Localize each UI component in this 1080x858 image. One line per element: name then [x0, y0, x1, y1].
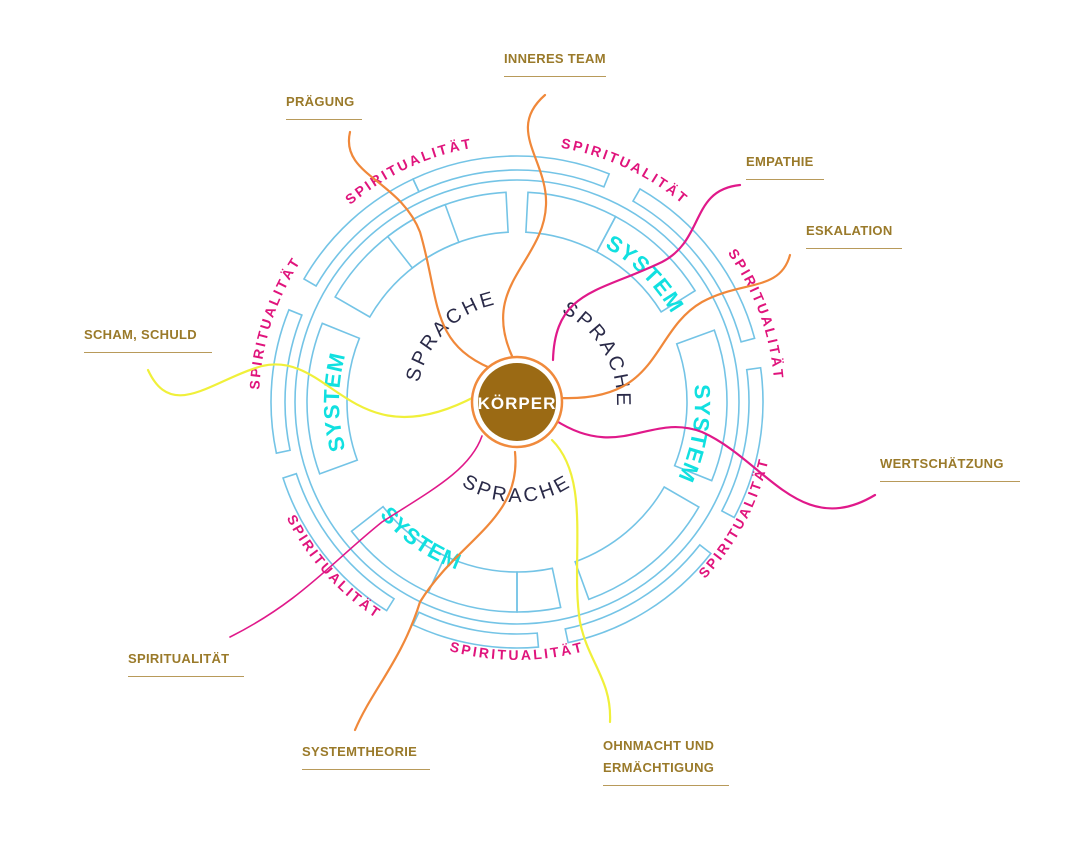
outer-segment [720, 366, 764, 519]
spiritualitaet-word: SPIRITUALITÄT [560, 135, 692, 208]
inner-box [673, 329, 728, 482]
label-eskalation: ESKALATION [806, 220, 902, 249]
line-scham-schuld [146, 363, 478, 418]
inner-box [350, 505, 447, 594]
sprache-word: SPRACHE [559, 297, 634, 408]
label-empathie: EMPATHIE [746, 151, 824, 180]
outer-segment [411, 155, 611, 193]
rings [270, 155, 764, 649]
label-inneres-team: INNERES TEAM [504, 48, 606, 77]
outer-segment [631, 187, 756, 343]
center-circle [478, 363, 556, 441]
line-inneres-team [501, 93, 548, 358]
spiritualitaet-word: SPIRITUALITÄT [246, 253, 304, 390]
outer-segment [564, 543, 712, 644]
sprache-word: SPRACHE [459, 471, 576, 508]
center-node[interactable]: KÖRPER [470, 355, 564, 449]
line-ohnmacht [550, 438, 612, 724]
main-ring [294, 179, 740, 625]
inner-box [574, 485, 700, 601]
inner-box [595, 215, 697, 314]
system-word: SYSTEM [319, 350, 350, 454]
line-spiritualitaet [229, 435, 483, 638]
line-systemtheorie [353, 450, 517, 732]
inner-box [386, 191, 509, 270]
outer-segment [411, 611, 540, 649]
spiritualitaet-word: SPIRITUALITÄT [448, 638, 586, 663]
label-scham-schuld: SCHAM, SCHULD [84, 324, 212, 353]
system-word: SYSTEM [376, 502, 466, 575]
label-systemtheorie: SYSTEMTHEORIE [302, 741, 430, 770]
outer-segment [282, 472, 396, 612]
line-praegung [347, 130, 492, 370]
inner-box [334, 203, 460, 319]
label-ohnmacht-line2: ERMÄCHTIGUNG [603, 760, 715, 775]
outer-segment [302, 177, 421, 288]
label-spiritualitaet: SPIRITUALITÄT [128, 648, 244, 677]
label-ohnmacht: OHNMACHT UND ERMÄCHTIGUNG [603, 735, 729, 786]
label-wertschaetzung: WERTSCHÄTZUNG [880, 453, 1020, 482]
system-word: SYSTEM [602, 230, 689, 317]
inner-box [516, 567, 562, 613]
line-empathie [551, 183, 742, 362]
center-label: KÖRPER [478, 394, 557, 413]
connector-lines [146, 93, 877, 732]
label-ohnmacht-line1: OHNMACHT UND [603, 738, 715, 753]
line-eskalation [558, 253, 792, 400]
label-praegung: PRÄGUNG [286, 91, 362, 120]
line-wertschaetzung [553, 418, 877, 510]
outer-segment [270, 308, 303, 455]
inner-box [306, 322, 361, 475]
